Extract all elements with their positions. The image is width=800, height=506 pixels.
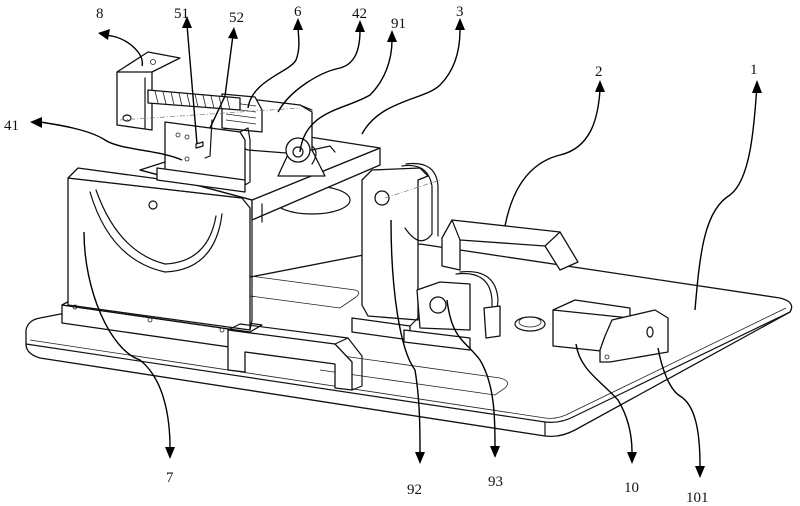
leader-1 <box>694 84 758 311</box>
leader-51 <box>186 24 198 145</box>
arrow-10 <box>627 452 637 464</box>
leader-41 <box>39 121 183 161</box>
lower-pulley <box>403 270 501 351</box>
leader-92 <box>390 219 421 453</box>
leader-91 <box>299 39 393 153</box>
upper-pulley <box>277 137 336 177</box>
arrow-92 <box>415 452 425 464</box>
arrow-42 <box>355 20 365 32</box>
label-1: 1 <box>750 62 758 78</box>
vertical-column <box>351 162 441 341</box>
label-10: 10 <box>624 480 639 496</box>
arrow-91 <box>387 30 397 42</box>
arrow-6 <box>293 18 303 30</box>
arrow-52 <box>228 27 238 39</box>
label-8: 8 <box>96 6 104 22</box>
motor-mount <box>599 309 669 363</box>
label-2: 2 <box>595 64 603 80</box>
label-7: 7 <box>166 470 174 486</box>
leader-42 <box>277 29 361 113</box>
label-52: 52 <box>229 10 244 26</box>
arc-bracket <box>61 167 263 351</box>
arrow-51 <box>182 16 192 28</box>
label-93: 93 <box>488 474 503 490</box>
label-91: 91 <box>391 16 406 32</box>
arrowheads <box>30 16 762 478</box>
arrow-41 <box>30 117 42 128</box>
label-101: 101 <box>686 490 709 506</box>
leader-8 <box>99 33 144 67</box>
leader-10 <box>575 343 633 453</box>
arrow-93 <box>490 446 500 458</box>
arrow-8 <box>98 29 110 40</box>
rear-handle <box>441 219 579 271</box>
arrow-3 <box>455 18 465 30</box>
leader-lines <box>39 24 758 467</box>
label-41: 41 <box>4 118 19 134</box>
label-42: 42 <box>352 6 367 22</box>
front-plate <box>156 119 251 193</box>
leader-7 <box>83 231 171 449</box>
part-labels: 1 2 3 6 7 8 10 101 41 42 51 52 91 92 93 <box>4 4 758 506</box>
leader-2 <box>504 89 601 227</box>
arrow-2 <box>595 80 605 92</box>
front-handle <box>227 323 363 391</box>
arrow-101 <box>695 466 705 478</box>
leader-52 <box>209 34 234 129</box>
leader-6 <box>247 27 300 109</box>
label-51: 51 <box>174 6 189 22</box>
arrow-7 <box>165 447 175 459</box>
label-6: 6 <box>294 4 302 20</box>
leader-101 <box>657 347 701 467</box>
label-92: 92 <box>407 482 422 498</box>
leader-93 <box>446 299 496 447</box>
leader-3 <box>361 29 461 135</box>
arrow-1 <box>752 80 762 93</box>
label-3: 3 <box>456 4 464 20</box>
ring <box>514 316 546 332</box>
